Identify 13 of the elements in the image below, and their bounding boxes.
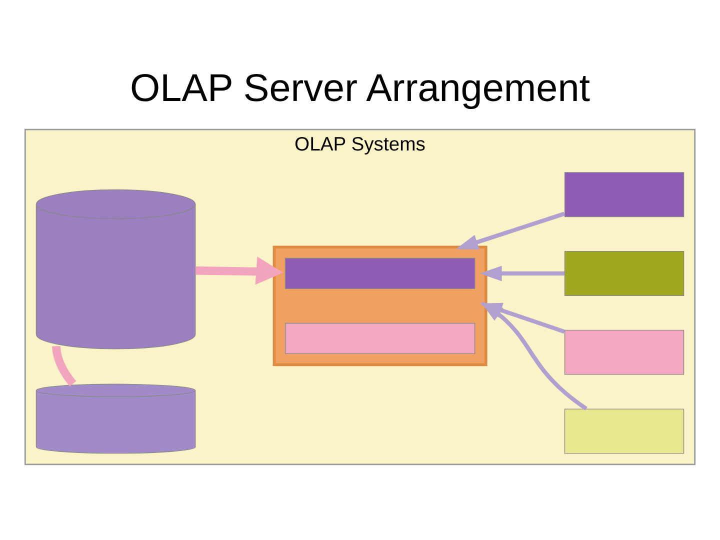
node-bar (284, 258, 476, 290)
node-box (564, 408, 684, 454)
diagram-title: OLAP Server Arrangement (130, 67, 590, 110)
arrow (196, 256, 284, 285)
node-box (564, 172, 684, 218)
cluster (272, 246, 488, 366)
node-box (564, 330, 684, 375)
arrow (456, 212, 565, 250)
node-box (564, 250, 684, 296)
node-bar (284, 322, 476, 354)
connector (52, 346, 76, 386)
cluster: OLAP Systems (24, 128, 696, 466)
arrow (480, 266, 565, 282)
